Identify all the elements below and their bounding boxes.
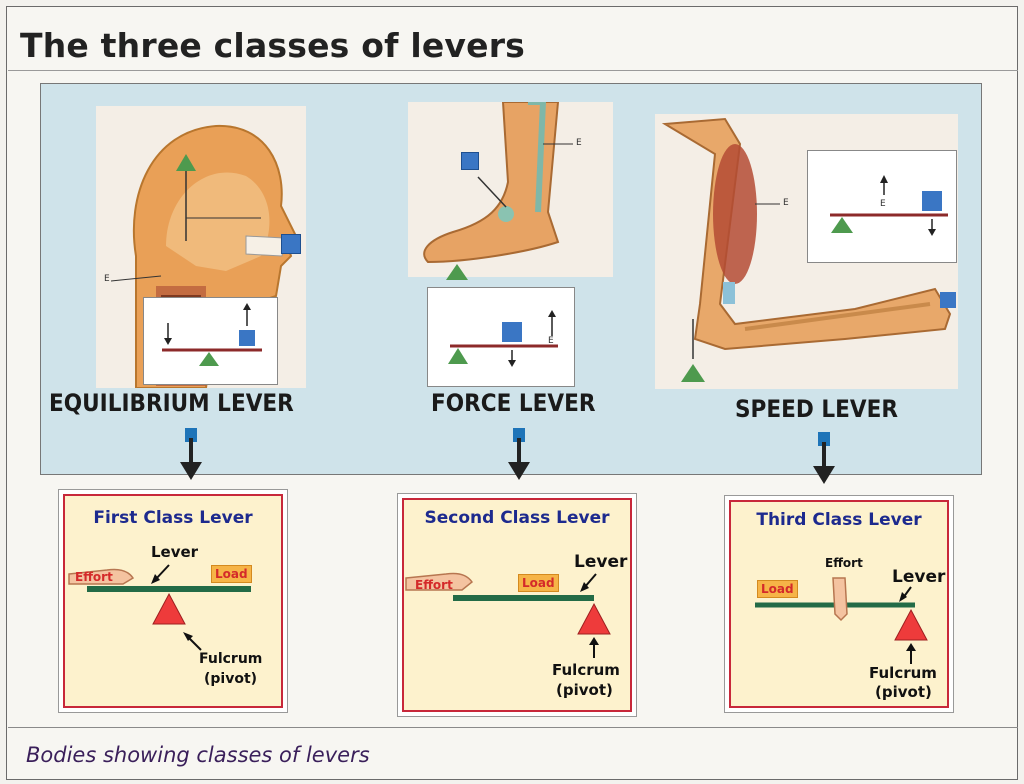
first-class-card: First Class Lever Effort Load Lever Fulc… <box>58 489 288 713</box>
fulcrum-triangle-icon <box>152 592 186 625</box>
second-class-diagram <box>405 572 611 658</box>
equilibrium-inset <box>143 297 278 385</box>
title-divider <box>8 70 1018 71</box>
equilibrium-lever-label: EQUILIBRIUM LEVER <box>49 389 294 417</box>
load-block-icon <box>281 234 301 254</box>
force-lever-label: FORCE LEVER <box>431 389 596 417</box>
first-load-label: Load <box>211 565 252 583</box>
third-pivot-label: (pivot) <box>875 683 932 701</box>
second-fulcrum-label: Fulcrum <box>552 661 620 679</box>
second-effort-label: Effort <box>415 578 453 592</box>
foot-illustration <box>423 102 573 264</box>
third-load-label: Load <box>757 580 798 598</box>
fulcrum-triangle-icon <box>577 602 611 635</box>
figure-caption: Bodies showing classes of levers <box>26 743 370 767</box>
second-pivot-label: (pivot) <box>556 681 613 699</box>
second-class-title: Second Class Lever <box>424 508 610 528</box>
foot-fulcrum-icon <box>446 264 468 280</box>
foot-figure: E <box>408 102 613 277</box>
second-lever-label: Lever <box>574 552 628 572</box>
third-effort-label: Effort <box>825 556 863 570</box>
speed-lever-label: SPEED LEVER <box>735 395 898 423</box>
fulcrum-triangle-icon <box>894 608 928 641</box>
force-inset: E <box>427 287 575 387</box>
fulcrum-triangle-icon <box>176 154 196 171</box>
third-class-card: Third Class Lever Load Effort Lever Fulc… <box>724 495 954 713</box>
arm-effort-letter: E <box>783 198 789 208</box>
third-fulcrum-label: Fulcrum <box>869 664 937 682</box>
first-class-diagram <box>68 564 251 651</box>
second-load-label: Load <box>518 574 559 592</box>
effort-letter: E <box>104 274 110 284</box>
first-class-title: First Class Lever <box>93 508 253 528</box>
first-fulcrum-label: Fulcrum <box>199 651 263 667</box>
first-effort-label: Effort <box>75 570 113 584</box>
caption-divider <box>8 727 1018 728</box>
third-class-diagram <box>755 577 928 664</box>
hand-icon <box>832 577 848 622</box>
first-lever-label: Lever <box>151 543 199 561</box>
arm-illustration <box>661 117 956 382</box>
down-arrow-icon <box>180 428 202 480</box>
down-arrow-icon <box>508 428 530 480</box>
foot-effort-letter: E <box>576 138 582 148</box>
first-pivot-label: (pivot) <box>204 671 258 687</box>
foot-load-block-icon <box>461 152 479 170</box>
speed-effort-letter: E <box>880 199 886 209</box>
down-arrow-icon <box>813 432 835 484</box>
second-class-card: Second Class Lever Effort Load Lever Ful… <box>397 493 637 717</box>
force-effort-letter: E <box>548 336 554 346</box>
third-lever-label: Lever <box>892 567 946 587</box>
third-class-title: Third Class Lever <box>756 510 922 530</box>
page-title: The three classes of levers <box>20 26 526 65</box>
anatomy-panel: E E <box>40 83 982 475</box>
speed-inset: E <box>807 150 957 263</box>
